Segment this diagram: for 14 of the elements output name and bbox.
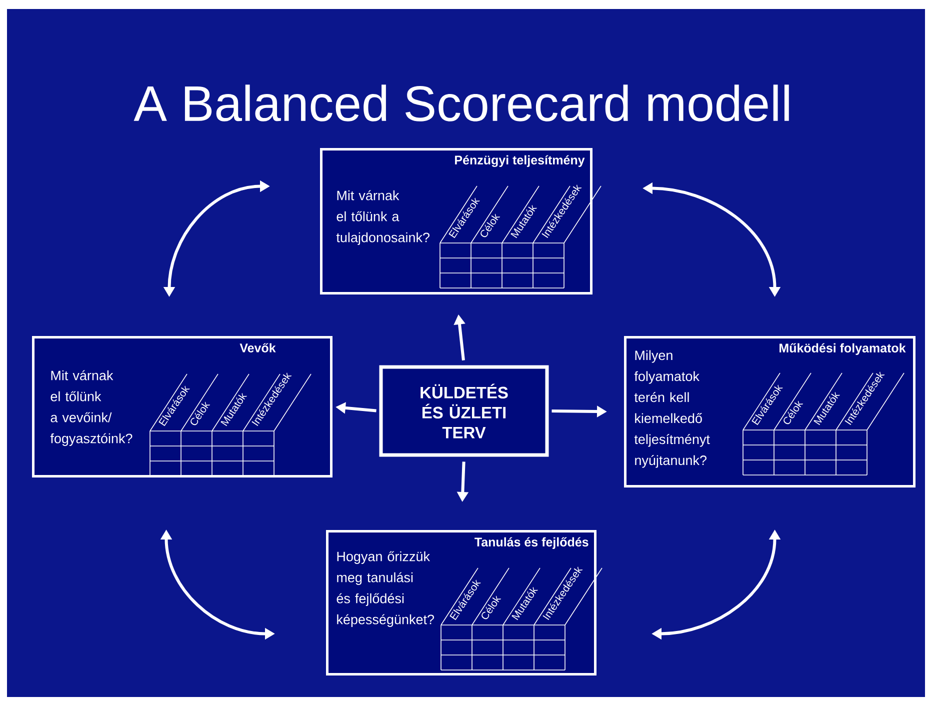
- perspective-panel: [326, 530, 602, 676]
- question-text: Hogyan őrizzük meg tanulási és fejlődési képességünket?: [336, 551, 434, 627]
- question-text: Milyen folyamatok terén kell kiemelkedő teljesítményt nyújtanunk?: [634, 350, 710, 468]
- panel-heading: Működési folyamatok: [780, 343, 906, 355]
- slide-title: A Balanced Scorecard modell: [134, 84, 789, 122]
- perspective-panel: [32, 336, 332, 478]
- perspective-panel: [624, 336, 916, 488]
- question-text: Mit várnak el tőlünk a vevőink/ fogyasztóink?: [50, 370, 132, 446]
- panel-heading: Vevők: [240, 343, 276, 352]
- perspective-panel: [320, 148, 602, 294]
- panel-heading: Pénzügyi teljesítmény: [455, 155, 585, 168]
- panel-heading: Tanulás és fejlődés: [474, 537, 588, 549]
- mission-box: KÜLDETÉS ÉS ÜZLETI TERV: [379, 365, 549, 457]
- question-text: Mit várnak el tőlünk a tulajdonosaink?: [336, 190, 430, 245]
